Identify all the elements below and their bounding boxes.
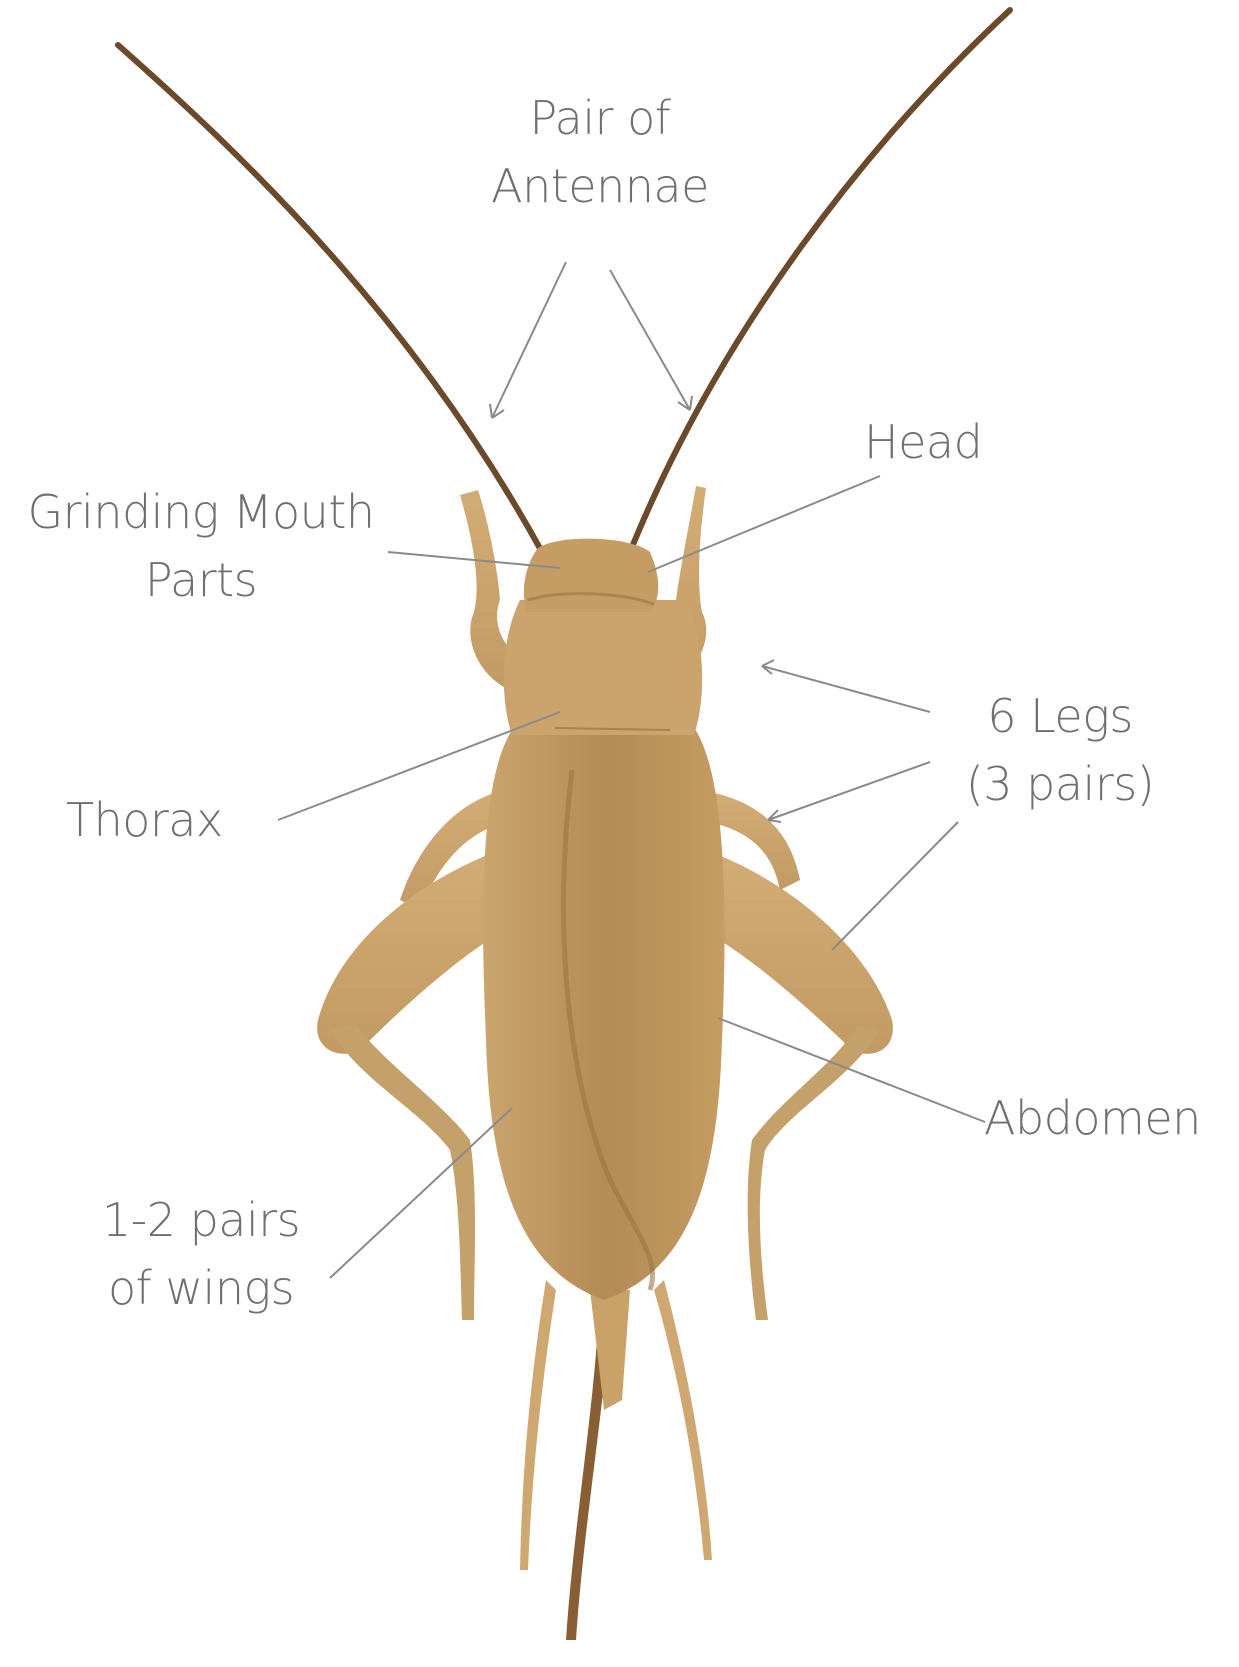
antenna-leader-left <box>492 262 566 418</box>
head-leader <box>648 476 880 572</box>
hind-right-tibia <box>748 1024 880 1320</box>
label-mouth-parts: Grinding Mouth Parts <box>6 478 396 614</box>
thorax-body <box>504 600 702 735</box>
abdomen-body <box>483 720 724 1300</box>
head-body <box>524 539 658 612</box>
label-mouth-line2: Parts <box>6 546 396 614</box>
label-wings-line1: 1-2 pairs <box>86 1186 316 1254</box>
antenna-leader-right <box>610 270 690 410</box>
right-cercus <box>654 1280 712 1560</box>
label-antennae-line1: Pair of <box>470 84 730 152</box>
label-legs-line2: (3 pairs) <box>940 750 1180 818</box>
label-legs: 6 Legs (3 pairs) <box>940 682 1180 818</box>
legs-leader-lower <box>832 822 958 950</box>
wings-leader <box>330 1108 512 1278</box>
legs-leader-upper <box>762 666 930 712</box>
label-wings-line2: of wings <box>86 1254 316 1322</box>
legs-leader-middle <box>768 762 930 820</box>
label-wings: 1-2 pairs of wings <box>86 1186 316 1322</box>
label-mouth-line1: Grinding Mouth <box>6 478 396 546</box>
left-cercus <box>520 1280 556 1570</box>
label-thorax: Thorax <box>66 786 223 854</box>
hind-left-tibia <box>330 1024 475 1320</box>
label-legs-line1: 6 Legs <box>940 682 1180 750</box>
label-antennae: Pair of Antennae <box>470 84 730 220</box>
label-head: Head <box>864 408 982 476</box>
label-abdomen: Abdomen <box>984 1084 1201 1152</box>
label-antennae-line2: Antennae <box>470 152 730 220</box>
